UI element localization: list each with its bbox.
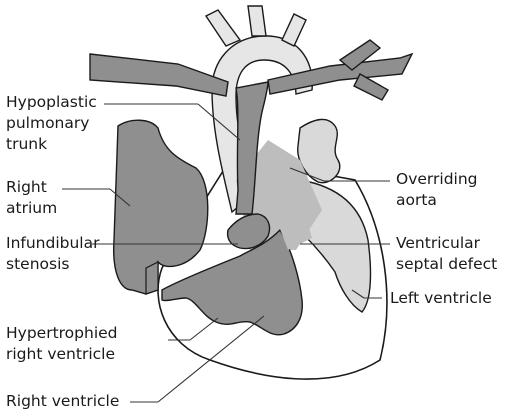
label-overriding-aorta: Overriding aorta [396, 169, 478, 211]
label-right-ventricle: Right ventricle [6, 391, 119, 412]
pulmonary-artery-left [90, 54, 228, 96]
aortic-branch-2 [248, 6, 266, 36]
label-right-atrium: Right atrium [6, 177, 57, 219]
label-left-ventricle: Left ventricle [390, 288, 492, 309]
inferior-vena-cava [146, 262, 158, 294]
label-hypertrophied-right-ventricle: Hypertrophied right ventricle [6, 323, 118, 365]
aortic-branch-1 [206, 10, 240, 46]
pulmonary-branch-low [354, 74, 388, 100]
label-ventricular-septal-defect: Ventricular septal defect [396, 233, 497, 275]
label-hypoplastic-pulmonary-trunk: Hypoplastic pulmonary trunk [6, 92, 97, 155]
aortic-branch-3 [282, 14, 306, 46]
label-infundibular-stenosis: Infundibular stenosis [6, 233, 99, 275]
